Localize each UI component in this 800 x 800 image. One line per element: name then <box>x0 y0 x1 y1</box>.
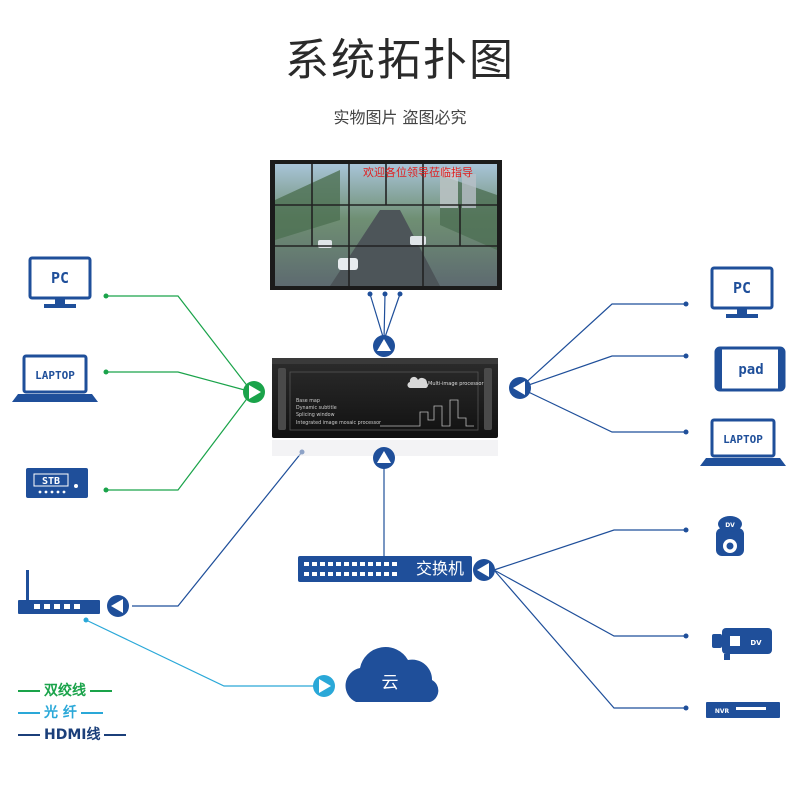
dot <box>683 301 689 307</box>
video-wall: 欢迎各位领导莅临指导 <box>270 160 502 290</box>
left-pc-label: PC <box>51 269 69 287</box>
page-subtitle: 实物图片 盗图必究 <box>333 108 467 127</box>
cloud-label: 云 <box>382 673 399 693</box>
line-switch-nvr <box>493 569 686 709</box>
video-wall-banner: 欢迎各位领导莅临指导 <box>363 165 473 179</box>
left-laptop-label: LAPTOP <box>35 369 75 382</box>
dot <box>103 487 109 493</box>
connection-lines <box>85 293 686 709</box>
right-pad: pad <box>714 346 786 392</box>
processor-badge: Multi-image processor <box>428 381 484 387</box>
arrow-left-icon <box>107 595 129 617</box>
processor-feature-1: Base map <box>296 398 320 404</box>
dot <box>382 291 388 297</box>
line-switch-bullet <box>493 569 686 637</box>
cloud-icon <box>345 647 439 702</box>
arrow-badges <box>107 335 531 697</box>
right-pc: PC <box>710 266 774 318</box>
line-switch-dome <box>493 529 686 571</box>
line-right-pc <box>519 303 686 389</box>
left-laptop: LAPTOP <box>12 354 98 402</box>
line-wall-1 <box>369 293 385 341</box>
arrow-right-icon <box>243 381 265 403</box>
left-pc: PC <box>28 256 92 308</box>
right-pad-label: pad <box>738 362 763 378</box>
nvr-device: NVR <box>706 702 780 718</box>
dot <box>103 293 109 299</box>
line-left-pc <box>106 295 253 393</box>
dot <box>367 291 373 297</box>
bullet-camera: DV <box>712 628 772 660</box>
cloud-icon <box>407 376 428 389</box>
line-router-cloud <box>85 619 314 687</box>
line-wall-3 <box>383 293 401 341</box>
processor-feature-4: Integrated image mosaic processor <box>296 420 381 426</box>
cloud: 云 <box>345 647 439 702</box>
arrow-up-icon <box>373 447 395 469</box>
legend-hdmi-label: HDMI线 <box>44 727 101 743</box>
nvr-label: NVR <box>715 708 730 715</box>
line-right-laptop <box>519 387 686 433</box>
arrow-left-icon <box>473 559 495 581</box>
legend-fiber: 光 纤 <box>14 702 107 722</box>
dome-camera-label: DV <box>725 522 735 529</box>
legend-twisted-pair-label: 双绞线 <box>44 683 86 699</box>
page-title: 系统拓扑图 <box>285 35 515 86</box>
left-stb: STB <box>26 468 88 498</box>
switch-label: 交换机 <box>416 559 464 578</box>
dot <box>103 369 109 375</box>
line-router-processor <box>132 451 303 607</box>
connection-dots <box>83 291 689 711</box>
processor-rack: Multi-image processor Base map Dynamic s… <box>272 358 498 456</box>
right-pc-label: PC <box>733 279 751 297</box>
router <box>18 570 100 614</box>
legend-fiber-label: 光 纤 <box>44 705 77 721</box>
processor-feature-3: Splicing window <box>296 412 335 418</box>
arrow-up-icon <box>373 335 395 357</box>
line-right-pad <box>519 355 686 389</box>
skyline-graphic <box>380 399 474 427</box>
right-laptop-label: LAPTOP <box>723 433 763 446</box>
legend-twisted-pair: 双绞线 <box>14 680 116 700</box>
left-stb-label: STB <box>42 476 60 487</box>
arrow-right-icon <box>313 675 335 697</box>
dot <box>683 633 689 639</box>
dome-camera: DV <box>716 516 744 556</box>
processor-feature-2: Dynamic subtitle <box>296 405 337 411</box>
dot <box>683 705 689 711</box>
dot <box>683 429 689 435</box>
legend-hdmi: HDMI线 <box>14 724 130 744</box>
arrow-left-icon <box>509 377 531 399</box>
right-laptop: LAPTOP <box>700 418 786 466</box>
line-left-laptop <box>106 371 253 393</box>
dot <box>683 353 689 359</box>
dot <box>397 291 403 297</box>
network-switch: 交换机 <box>298 556 472 582</box>
dot <box>683 527 689 533</box>
line-left-stb <box>106 391 253 491</box>
line-wall-2 <box>383 293 386 341</box>
bullet-camera-label: DV <box>750 639 762 647</box>
dot <box>83 617 89 623</box>
